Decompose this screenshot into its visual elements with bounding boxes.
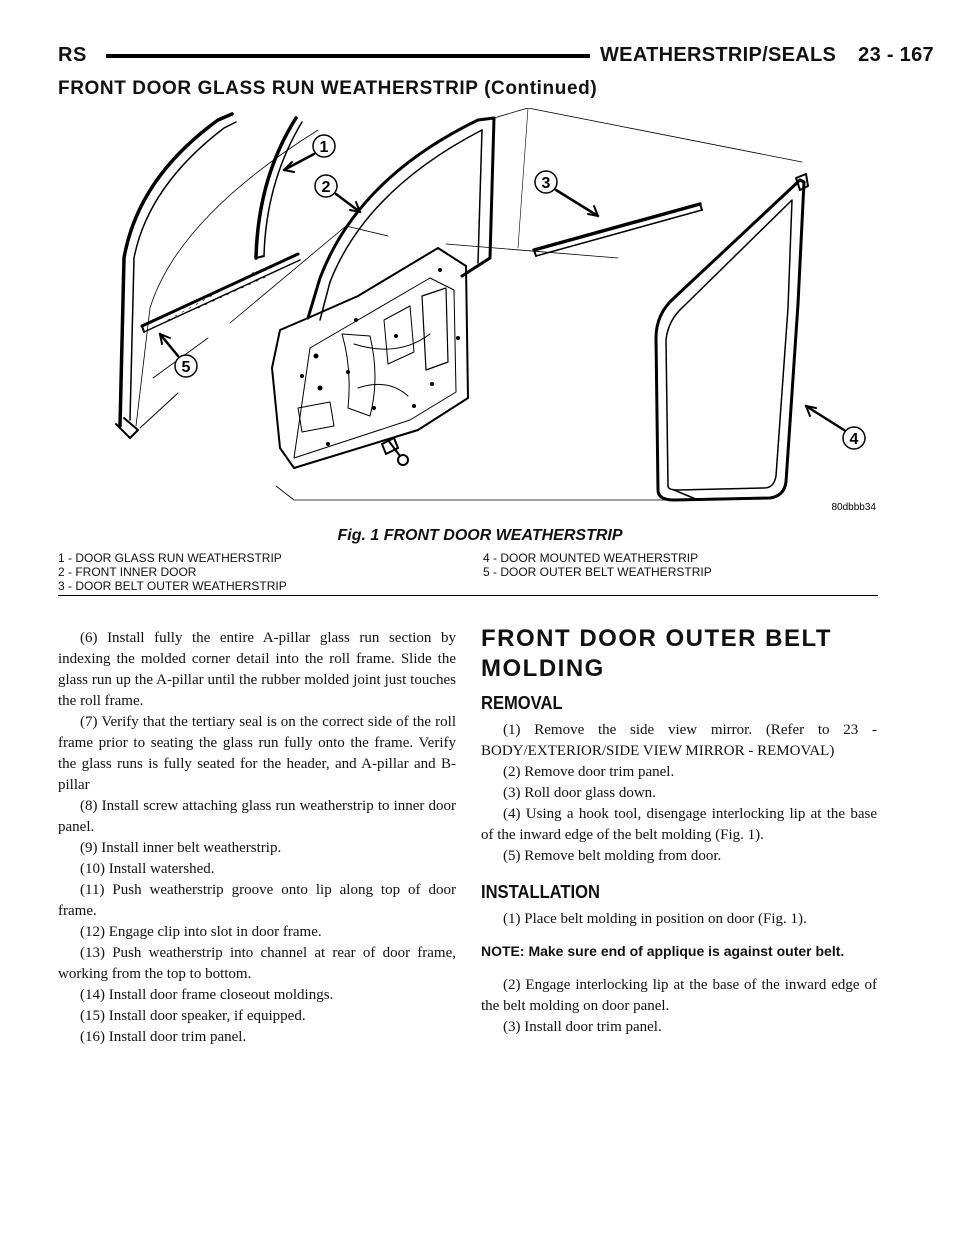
- procedure-step: (6) Install fully the entire A-pillar gl…: [58, 628, 456, 712]
- callout-3-number: 3: [542, 175, 551, 192]
- procedure-step: (16) Install door trim panel.: [58, 1027, 456, 1048]
- procedure-step: (3) Roll door glass down.: [481, 783, 877, 804]
- step-text: Install door speaker, if equipped.: [108, 1008, 306, 1024]
- item-door-belt-strip: [532, 202, 703, 257]
- header-rule: [106, 54, 590, 58]
- callout-1-number: 1: [320, 139, 329, 156]
- procedure-step: (15) Install door speaker, if equipped.: [58, 1006, 456, 1027]
- legend-item: 3 - DOOR BELT OUTER WEATHERSTRIP: [58, 579, 287, 593]
- step-text: Roll door glass down.: [524, 785, 656, 801]
- step-number: (14): [80, 987, 105, 1003]
- step-text: Place belt molding in position on door (…: [524, 911, 807, 927]
- step-number: (15): [80, 1008, 105, 1024]
- step-text: Using a hook tool, disengage interlockin…: [481, 806, 877, 843]
- legend-item: 2 - FRONT INNER DOOR: [58, 565, 197, 579]
- callout-4-number: 4: [850, 431, 859, 448]
- step-number: (7): [80, 714, 98, 730]
- door-weatherstrip-figure: 1 2 3 4: [58, 108, 878, 518]
- removal-heading: REMOVAL: [481, 693, 563, 713]
- step-number: (1): [503, 911, 521, 927]
- header-section: WEATHERSTRIP/SEALS 23 - 167: [600, 44, 934, 67]
- step-text: Push weatherstrip into channel at rear o…: [58, 945, 457, 982]
- callout-5: 5: [158, 332, 198, 378]
- procedure-column-right: FRONT DOOR OUTER BELT MOLDING REMOVAL (1…: [481, 625, 877, 1038]
- step-text: Remove the side view mirror. (Refer to 2…: [481, 722, 877, 759]
- header-page-number: 23 - 167: [858, 44, 934, 66]
- procedure-step: (4) Using a hook tool, disengage interlo…: [481, 804, 877, 846]
- step-number: (9): [80, 840, 98, 856]
- step-text: Push weatherstrip groove onto lip along …: [58, 882, 456, 919]
- legend-item: 4 - DOOR MOUNTED WEATHERSTRIP: [483, 551, 699, 565]
- header-model-code: RS: [58, 44, 87, 66]
- exploded-view-illustration: 1 2 3 4: [115, 108, 877, 513]
- step-text: Engage clip into slot in door frame.: [108, 924, 322, 940]
- callout-5-number: 5: [182, 359, 191, 376]
- step-number: (3): [503, 785, 521, 801]
- legend-item: 1 - DOOR GLASS RUN WEATHERSTRIP: [58, 551, 282, 565]
- step-text: Install door frame closeout moldings.: [108, 987, 334, 1003]
- step-text: Install screw attaching glass run weathe…: [58, 798, 457, 835]
- step-number: (5): [503, 848, 521, 864]
- step-text: Remove door trim panel.: [524, 764, 675, 780]
- step-number: (12): [80, 924, 105, 940]
- legend-rule: [58, 595, 878, 596]
- step-number: (2): [503, 764, 521, 780]
- door-opening-outline: [275, 108, 803, 501]
- procedure-step: (13) Push weatherstrip into channel at r…: [58, 943, 456, 985]
- step-text: Remove belt molding from door.: [524, 848, 722, 864]
- step-number: (8): [80, 798, 98, 814]
- item-belt-outer-strip: [140, 252, 301, 333]
- item-front-inner-door: [271, 116, 496, 469]
- procedure-step: (1) Place belt molding in position on do…: [481, 909, 877, 930]
- procedure-step: (12) Engage clip into slot in door frame…: [58, 922, 456, 943]
- step-number: (4): [503, 806, 521, 822]
- figure-code: 80dbbb34: [832, 502, 877, 513]
- figure-caption: Fig. 1 FRONT DOOR WEATHERSTRIP: [337, 527, 623, 544]
- step-text: Engage interlocking lip at the base of t…: [481, 977, 877, 1014]
- callout-2: 2: [314, 174, 362, 214]
- installation-note: NOTE: Make sure end of applique is again…: [481, 943, 845, 959]
- procedure-step: (9) Install inner belt weatherstrip.: [58, 838, 456, 859]
- procedure-step: (3) Install door trim panel.: [481, 1017, 877, 1038]
- step-number: (13): [80, 945, 105, 961]
- procedure-step: (2) Remove door trim panel.: [481, 762, 877, 783]
- procedure-step: (1) Remove the side view mirror. (Refer …: [481, 720, 877, 762]
- installation-heading: INSTALLATION: [481, 882, 600, 902]
- procedure-step: (11) Push weatherstrip groove onto lip a…: [58, 880, 456, 922]
- step-number: (3): [503, 1019, 521, 1035]
- step-number: (6): [80, 630, 98, 646]
- step-number: (2): [503, 977, 521, 993]
- procedure-column-left: (6) Install fully the entire A-pillar gl…: [58, 628, 456, 1048]
- item-glass-run-strip: [254, 116, 303, 260]
- step-number: (16): [80, 1029, 105, 1045]
- step-text: Install fully the entire A-pillar glass …: [58, 630, 456, 709]
- item-door-mounted-weatherstrip: [654, 173, 809, 502]
- procedure-step: (7) Verify that the tertiary seal is on …: [58, 712, 456, 796]
- procedure-step: (10) Install watershed.: [58, 859, 456, 880]
- procedure-step: (14) Install door frame closeout molding…: [58, 985, 456, 1006]
- step-number: (1): [503, 722, 521, 738]
- legend-column-right: 4 - DOOR MOUNTED WEATHERSTRIP 5 - DOOR O…: [483, 551, 712, 579]
- continued-title: FRONT DOOR GLASS RUN WEATHERSTRIP (Conti…: [58, 78, 598, 99]
- procedure-step: (8) Install screw attaching glass run we…: [58, 796, 456, 838]
- step-text: Install door trim panel.: [524, 1019, 662, 1035]
- step-text: Install inner belt weatherstrip.: [101, 840, 282, 856]
- procedure-step: (5) Remove belt molding from door.: [481, 846, 877, 867]
- step-number: (11): [80, 882, 105, 898]
- callout-3: 3: [534, 170, 600, 218]
- item-glass-run-outer: [115, 112, 237, 439]
- legend-item: 5 - DOOR OUTER BELT WEATHERSTRIP: [483, 565, 712, 579]
- callout-2-number: 2: [322, 179, 331, 196]
- step-text: Verify that the tertiary seal is on the …: [58, 714, 456, 793]
- callout-4: 4: [804, 404, 866, 450]
- legend-column-left: 1 - DOOR GLASS RUN WEATHERSTRIP 2 - FRON…: [58, 551, 287, 593]
- section-heading: FRONT DOOR OUTER BELT MOLDING: [481, 625, 833, 682]
- step-text: Install door trim panel.: [108, 1029, 247, 1045]
- header-section-title: WEATHERSTRIP/SEALS: [600, 44, 837, 66]
- callout-1: 1: [282, 134, 336, 173]
- procedure-step: (2) Engage interlocking lip at the base …: [481, 975, 877, 1017]
- step-text: Install watershed.: [108, 861, 215, 877]
- step-number: (10): [80, 861, 105, 877]
